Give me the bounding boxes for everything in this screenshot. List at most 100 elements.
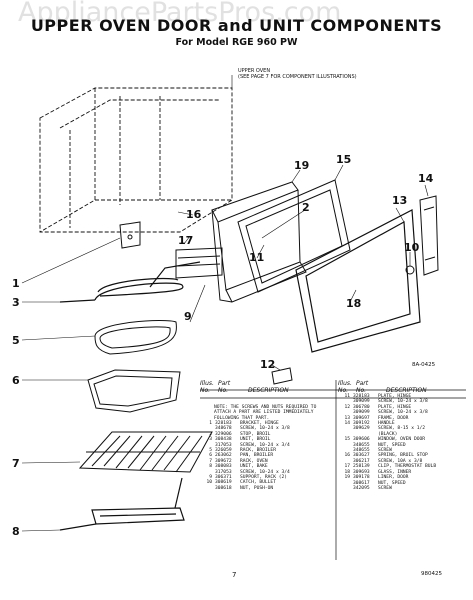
- part-description: SCREW: [378, 448, 392, 454]
- part-no: 263062: [215, 453, 232, 459]
- illus-no: 12: [344, 404, 350, 410]
- door-window-part: [237, 179, 351, 293]
- part-no: 308083: [215, 464, 232, 470]
- part-description: SCREW, 8-15 x 1/2: [378, 426, 426, 432]
- parts-table-rules: [200, 380, 466, 560]
- door-liner-part: [211, 181, 307, 303]
- part-no: 326059: [215, 448, 232, 454]
- illus-no: 19: [344, 475, 350, 481]
- illus-no: 14: [344, 421, 350, 427]
- callout-10: 10: [404, 241, 420, 254]
- part-description: SCREW, 10-24 x 3/8: [378, 399, 428, 405]
- part-description: PAN, BROILER: [240, 453, 274, 459]
- model-subtitle: For Model RGE 960 PW: [175, 37, 298, 48]
- broiler-pan-part: [87, 369, 181, 413]
- part-no: 306217: [353, 458, 370, 464]
- callout-1: 1: [12, 277, 20, 290]
- part-description: NUT, PUSH-ON: [240, 485, 274, 491]
- illus-no: 18: [344, 469, 350, 475]
- broil-unit-part: [59, 261, 201, 303]
- part-no: 309178: [353, 475, 370, 481]
- part-description: SPRING, BROIL STOP: [378, 453, 428, 459]
- callout-5: 5: [12, 334, 20, 347]
- part-description: FRAME, DOOR: [378, 415, 409, 421]
- part-no: 317053: [215, 469, 232, 475]
- page-number: 7: [232, 571, 237, 579]
- header-no-right: No.: [338, 387, 349, 394]
- illus-no: 9: [209, 475, 212, 481]
- part-no: 328183: [215, 421, 232, 426]
- hinge-plate-part: [271, 367, 293, 385]
- part-description: (BLACK): [378, 431, 398, 437]
- part-no: 306371: [215, 475, 232, 481]
- illus-no: 16: [344, 453, 350, 459]
- illus-no: [200, 486, 215, 491]
- part-description: SCREW, 10-24 x 3/8: [378, 410, 428, 416]
- table-header-right: Illus. Part No. No. DESCRIPTION: [338, 380, 466, 394]
- callout-3: 3: [12, 296, 20, 309]
- part-description: SCREW, 10-24 x 3/4: [240, 469, 290, 475]
- part-description: BRACKET, HINGE: [240, 421, 279, 426]
- part-no: 309693: [353, 469, 370, 475]
- part-description: LINER, DOOR: [378, 475, 409, 481]
- part-description: CATCH, BULLET: [240, 480, 276, 486]
- part-no: 328183: [353, 394, 370, 399]
- illus-no: 6: [209, 453, 212, 459]
- upper-oven-label: UPPER OVEN: [238, 68, 271, 74]
- header-illus: Illus.: [200, 380, 214, 387]
- callout-12: 12: [260, 358, 276, 371]
- illus-no: 3: [209, 437, 212, 443]
- door-handle-part: [419, 195, 439, 276]
- header-part: Part: [218, 380, 231, 387]
- header-description-right: DESCRIPTION: [386, 387, 427, 394]
- illus-no: 17: [344, 464, 350, 470]
- watermark: AppliancePartsPros.com: [18, 0, 342, 28]
- illus-no: 5: [209, 448, 212, 454]
- part-no: 308619: [215, 480, 232, 486]
- header-illus-right: Illus.: [338, 380, 352, 387]
- header-no2: No.: [218, 387, 229, 394]
- part-no: 308617: [353, 480, 370, 486]
- part-description: NUT, SPEED: [378, 442, 406, 448]
- table-header-left: Illus. Part No. No. DESCRIPTION: [200, 380, 342, 394]
- part-no: 309697: [353, 415, 370, 421]
- part-description: PLATE, HINGE: [378, 404, 412, 410]
- table-row: 348655 NUT, SPEED: [338, 443, 466, 448]
- part-description: GLASS, INNER: [378, 469, 412, 475]
- part-description: CLIP, THERMOSTAT BULB: [378, 464, 437, 470]
- door-frame-part: [295, 209, 421, 353]
- part-no: 309672: [215, 458, 232, 464]
- part-no: 303627: [353, 453, 370, 459]
- part-no: 348655: [353, 442, 370, 448]
- part-no: 317053: [215, 442, 232, 448]
- illus-no: 1: [209, 421, 212, 426]
- header-no: No.: [200, 387, 211, 394]
- part-no: 308438: [215, 437, 232, 443]
- illus-no: 11: [344, 394, 350, 399]
- callout-leaders: [21, 75, 429, 532]
- part-description: HANDLE: [378, 421, 395, 427]
- callout-16: 16: [186, 208, 202, 221]
- callout-13: 13: [392, 194, 408, 207]
- callout-15: 15: [336, 153, 352, 166]
- header-description: DESCRIPTION: [248, 387, 289, 394]
- illus-no: 13: [344, 415, 350, 421]
- part-description: UNIT, BROIL: [240, 437, 271, 443]
- oven-cavity-outline: [39, 87, 233, 233]
